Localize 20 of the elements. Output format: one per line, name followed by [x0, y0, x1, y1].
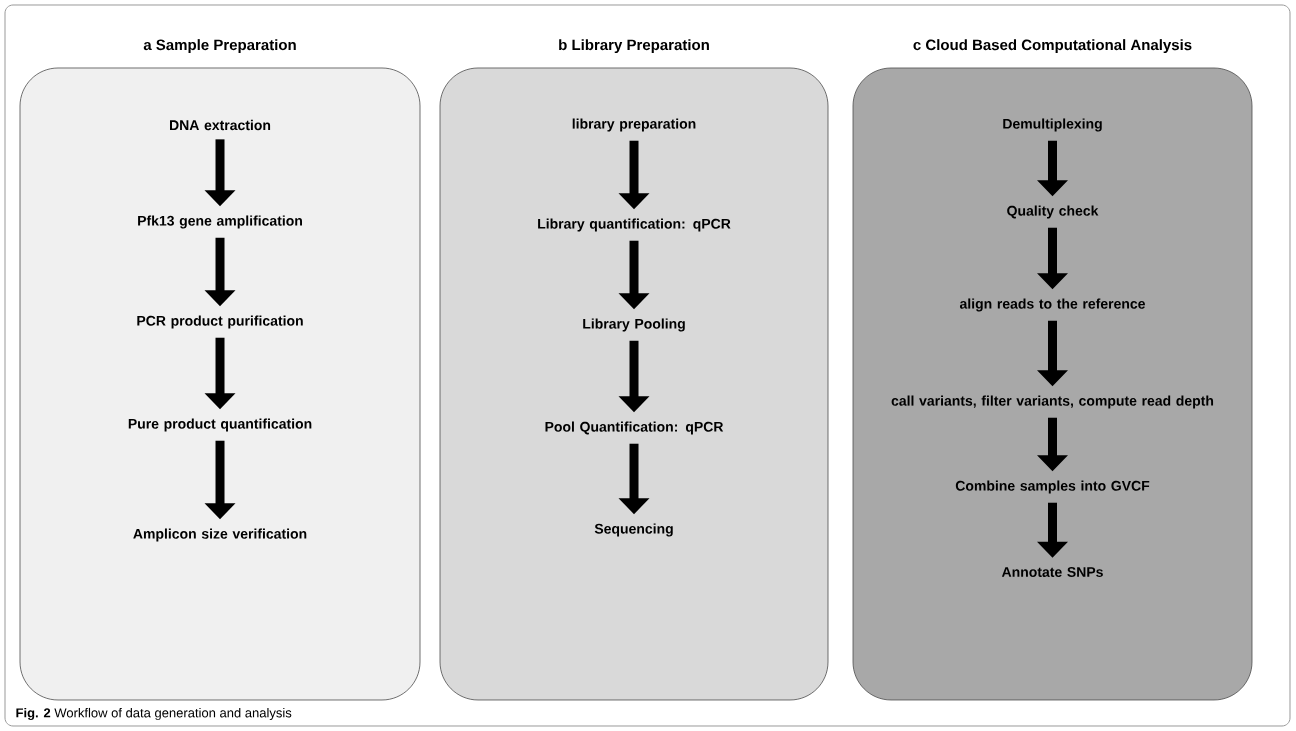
step-label: Demultiplexing: [1003, 118, 1102, 132]
step-label: Library Pooling: [583, 318, 685, 332]
step-label: Pfk13 gene amplification: [138, 215, 302, 229]
step-label: PCR product purification: [137, 315, 303, 329]
step-label: Library quantification: qPCR: [538, 218, 731, 232]
step-label: Pool Quantification: qPCR: [545, 421, 724, 435]
step-label: Pure product quantification: [128, 418, 312, 432]
step-label: Amplicon size verification: [133, 528, 307, 542]
step-label: Quality check: [1007, 205, 1099, 219]
step-label: align reads to the reference: [959, 298, 1145, 312]
step-label: Combine samples into GVCF: [955, 480, 1150, 494]
caption: Fig. 2 Workflow of data generation and analysis: [16, 707, 292, 721]
step-label: library preparation: [572, 118, 696, 132]
node-label: b Library Preparation: [559, 39, 709, 54]
node-label: a Sample Preparation: [143, 39, 296, 54]
step-label: Sequencing: [594, 523, 673, 537]
step-label: call variants, filter variants, compute read depth: [891, 395, 1214, 409]
step-label: DNA extraction: [170, 119, 271, 131]
step-label: Annotate SNPs: [1001, 567, 1103, 577]
node-label: c Cloud Based Computational Analysis: [913, 39, 1192, 54]
